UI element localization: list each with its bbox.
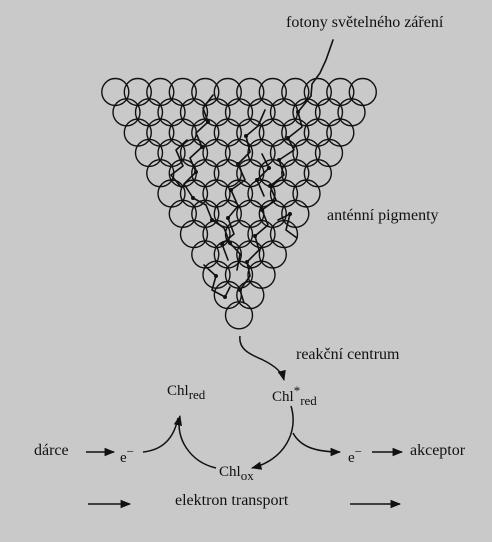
energy-transfer-path: [170, 139, 188, 188]
transfer-node: [288, 212, 292, 216]
energy-transfer-path: [277, 213, 298, 239]
electron-right-label: e−: [348, 444, 363, 466]
transfer-node: [206, 120, 210, 124]
transfer-node: [277, 158, 281, 162]
pigment-circles: [101, 77, 377, 330]
transfer-node: [253, 234, 257, 238]
energy-transfer-path: [203, 264, 231, 298]
cycle-arrow-right: [250, 405, 294, 470]
transfer-node: [200, 145, 204, 149]
transfer-node: [260, 208, 264, 212]
transfer-node: [255, 178, 259, 182]
arrows: [86, 335, 404, 509]
transfer-node: [229, 188, 233, 192]
energy-transfer-paths: [170, 39, 334, 304]
donor-label: dárce: [34, 442, 69, 459]
transfer-node: [268, 184, 272, 188]
photon-path: [310, 39, 334, 97]
electron-left-label: e−: [120, 444, 135, 466]
pigment-circle: [224, 301, 254, 330]
transfer-node: [210, 218, 214, 222]
chl-red-excited-label: Chl*red: [272, 383, 317, 408]
transfer-node: [220, 242, 224, 246]
antenna-pigments-label: anténní pigmenty: [327, 207, 439, 224]
transfer-node: [226, 216, 230, 220]
transfer-node: [191, 196, 195, 200]
transfer-node: [236, 162, 240, 166]
acceptor-label: akceptor: [410, 442, 466, 459]
transfer-node: [286, 136, 290, 140]
energy-transfer-path: [221, 109, 266, 261]
transfer-node: [296, 110, 300, 114]
cycle-arrow-left: [173, 414, 217, 469]
transfer-node: [238, 288, 242, 292]
energy-transfer-path: [239, 95, 312, 304]
donor-electron-connector: [142, 417, 179, 453]
transfer-node: [228, 241, 232, 245]
electron-transport-label: elektron transport: [175, 492, 289, 509]
transfer-node: [244, 134, 248, 138]
transfer-node: [245, 260, 249, 264]
chl-red-label: Chlred: [167, 383, 206, 402]
energy-transfer-path: [256, 153, 270, 197]
transfer-node: [223, 295, 227, 299]
reaction-center-arrow: [239, 335, 286, 382]
chl-ox-label: Chlox: [219, 464, 254, 483]
acceptor-electron-arrow: [292, 432, 342, 457]
transfer-node: [214, 274, 218, 278]
reaction-center-label: reakční centrum: [296, 346, 400, 363]
photons-label: fotony světelného záření: [286, 14, 444, 31]
transfer-node: [267, 166, 271, 170]
transfer-node: [194, 170, 198, 174]
